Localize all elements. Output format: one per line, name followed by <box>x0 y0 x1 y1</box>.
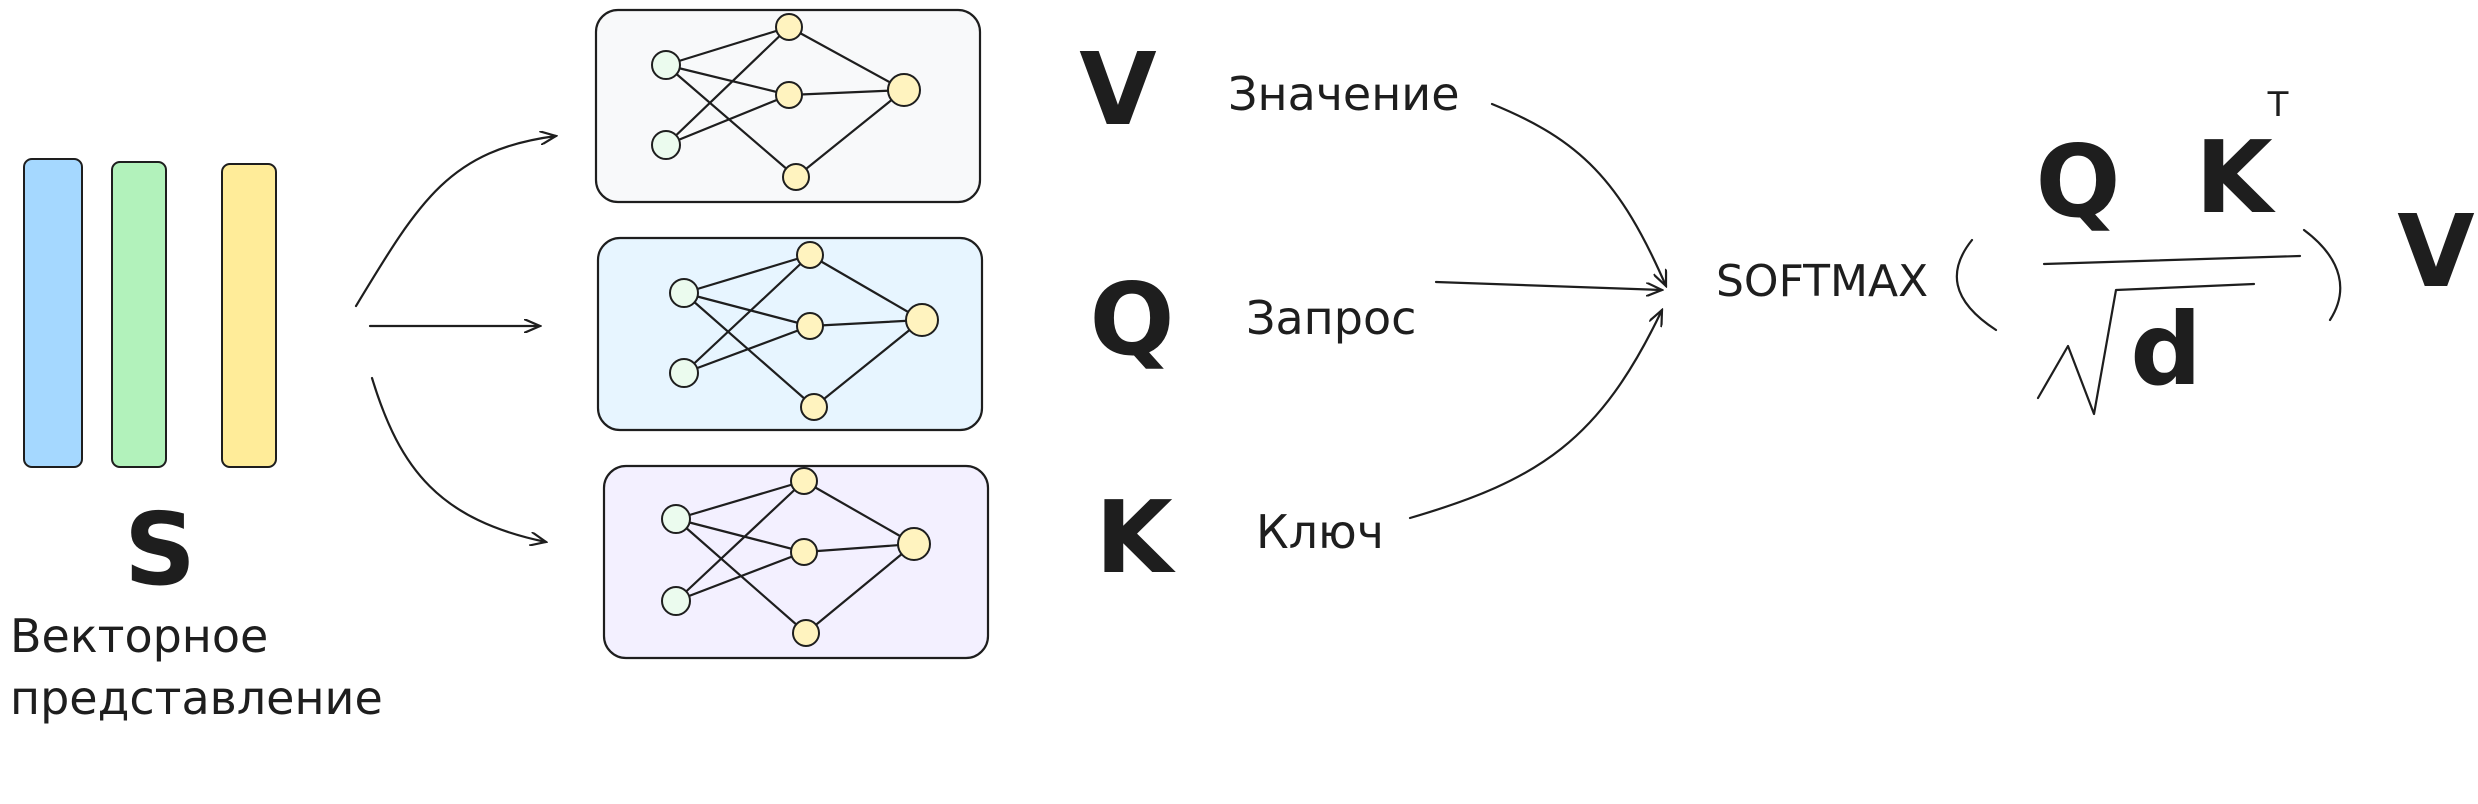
embedding-caption-line2: представление <box>10 671 383 725</box>
attention-formula: SOFTMAX Q K T d V <box>1716 85 2475 416</box>
embedding-caption-line1: Векторное <box>10 609 268 663</box>
sqrt-sign <box>2036 282 2256 416</box>
key-letter: K <box>1095 479 1176 596</box>
neural-net-icon <box>669 241 939 421</box>
formula-q: Q <box>2035 123 2120 240</box>
value-word: Значение <box>1228 67 1460 121</box>
softmax-label: SOFTMAX <box>1716 256 1928 307</box>
formula-k: K <box>2195 119 2276 236</box>
formula-d: d <box>2130 291 2202 408</box>
network-query <box>596 236 984 432</box>
arrow-key-to-softmax <box>1408 310 1662 520</box>
embedding-vector-bars <box>23 158 277 468</box>
embedding-bar-blue <box>23 158 83 468</box>
arrow-to-value-network <box>354 136 556 308</box>
close-paren <box>2302 228 2342 322</box>
arrow-value-to-softmax <box>1490 102 1666 286</box>
arrow-to-key-network <box>370 376 546 542</box>
neural-net-icon <box>661 467 931 647</box>
open-paren <box>1955 238 1998 332</box>
key-word: Ключ <box>1256 505 1384 559</box>
embedding-bar-yellow <box>221 163 277 468</box>
input-arrows <box>354 136 556 542</box>
embedding-bar-green <box>111 161 167 468</box>
formula-v: V <box>2397 193 2474 310</box>
formula-transpose: T <box>2267 85 2289 125</box>
network-value <box>594 8 982 204</box>
value-letter: V <box>1079 31 1156 148</box>
query-word: Запрос <box>1246 291 1416 345</box>
softmax-arrows <box>1408 102 1666 520</box>
fraction-bar <box>2042 254 2302 266</box>
arrow-query-to-softmax <box>1434 280 1662 290</box>
query-letter: Q <box>1089 261 1174 378</box>
network-key <box>602 464 990 660</box>
embedding-symbol: S <box>124 491 196 608</box>
neural-net-icon <box>651 13 921 191</box>
